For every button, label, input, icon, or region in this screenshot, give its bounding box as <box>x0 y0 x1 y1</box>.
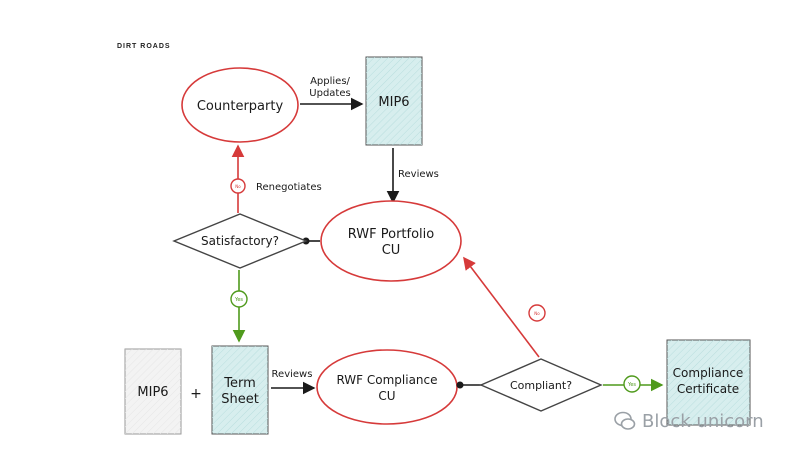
edge-applies-label-1: Applies/ <box>310 76 350 87</box>
wechat-icon <box>614 411 636 430</box>
svg-text:No: No <box>534 311 540 316</box>
rwf-compliance-label-2: CU <box>378 389 395 403</box>
edge-applies-label-2: Updates <box>309 88 350 99</box>
rwf-portfolio-node: RWF Portfolio CU <box>320 200 462 282</box>
no-badge-top: No <box>230 178 246 194</box>
yes-badge-left: Yes <box>230 290 248 308</box>
certificate-node: Compliance Certificate <box>666 339 751 426</box>
compliant-decision: Compliant? <box>479 358 603 412</box>
svg-text:Yes: Yes <box>234 297 243 303</box>
term-sheet-label-2: Sheet <box>221 392 259 407</box>
counterparty-label: Counterparty <box>197 99 284 114</box>
rwf-portfolio-label-2: CU <box>382 243 401 258</box>
mip6-top-node: MIP6 <box>365 56 423 146</box>
edge-renegotiate-label: Renegotiates <box>256 182 322 193</box>
rwf-compliance-label-1: RWF Compliance <box>336 373 437 387</box>
svg-text:Yes: Yes <box>627 382 636 388</box>
term-sheet-node: Term Sheet <box>211 345 269 435</box>
plus-sign: + <box>190 386 202 402</box>
yes-badge-right: Yes <box>623 375 641 393</box>
edge-noncompliant <box>463 256 540 358</box>
edge-reviews-top-label: Reviews <box>398 169 439 180</box>
certificate-label-2: Certificate <box>677 382 739 396</box>
watermark-text: Block unicorn <box>642 410 764 432</box>
connector-dot-bottom <box>456 381 464 389</box>
watermark: Block unicorn <box>614 410 764 432</box>
mip6-bottom-label: MIP6 <box>137 385 168 400</box>
rwf-compliance-node: RWF Compliance CU <box>316 349 458 425</box>
compliant-label: Compliant? <box>510 379 572 392</box>
edge-reviews-bottom-label: Reviews <box>272 369 313 380</box>
satisfactory-decision: Satisfactory? <box>172 213 308 269</box>
no-badge-right: No <box>528 304 546 322</box>
svg-text:No: No <box>235 184 241 189</box>
satisfactory-label: Satisfactory? <box>201 234 279 248</box>
certificate-label-1: Compliance <box>673 366 744 380</box>
counterparty-node: Counterparty <box>181 67 299 143</box>
mip6-bottom-node: MIP6 <box>124 348 182 435</box>
brand-label: DIRT ROADS <box>117 43 171 50</box>
rwf-portfolio-label-1: RWF Portfolio <box>348 227 434 242</box>
mip6-top-label: MIP6 <box>378 95 409 110</box>
term-sheet-label-1: Term <box>223 376 256 391</box>
